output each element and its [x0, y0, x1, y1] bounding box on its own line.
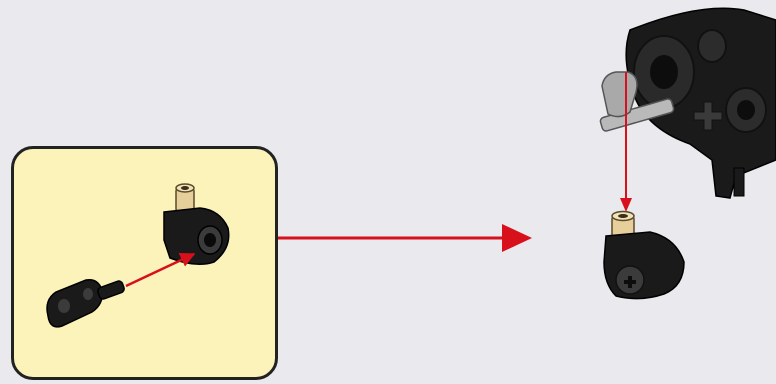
placement-arrow-head: [620, 198, 632, 212]
pin-connector-with-pin-icon: [604, 212, 684, 299]
pin-connector-icon: [164, 184, 229, 264]
insert-arrow: [126, 254, 194, 286]
step-arrow-head: [502, 224, 532, 252]
axle-pin-icon: [47, 280, 125, 327]
